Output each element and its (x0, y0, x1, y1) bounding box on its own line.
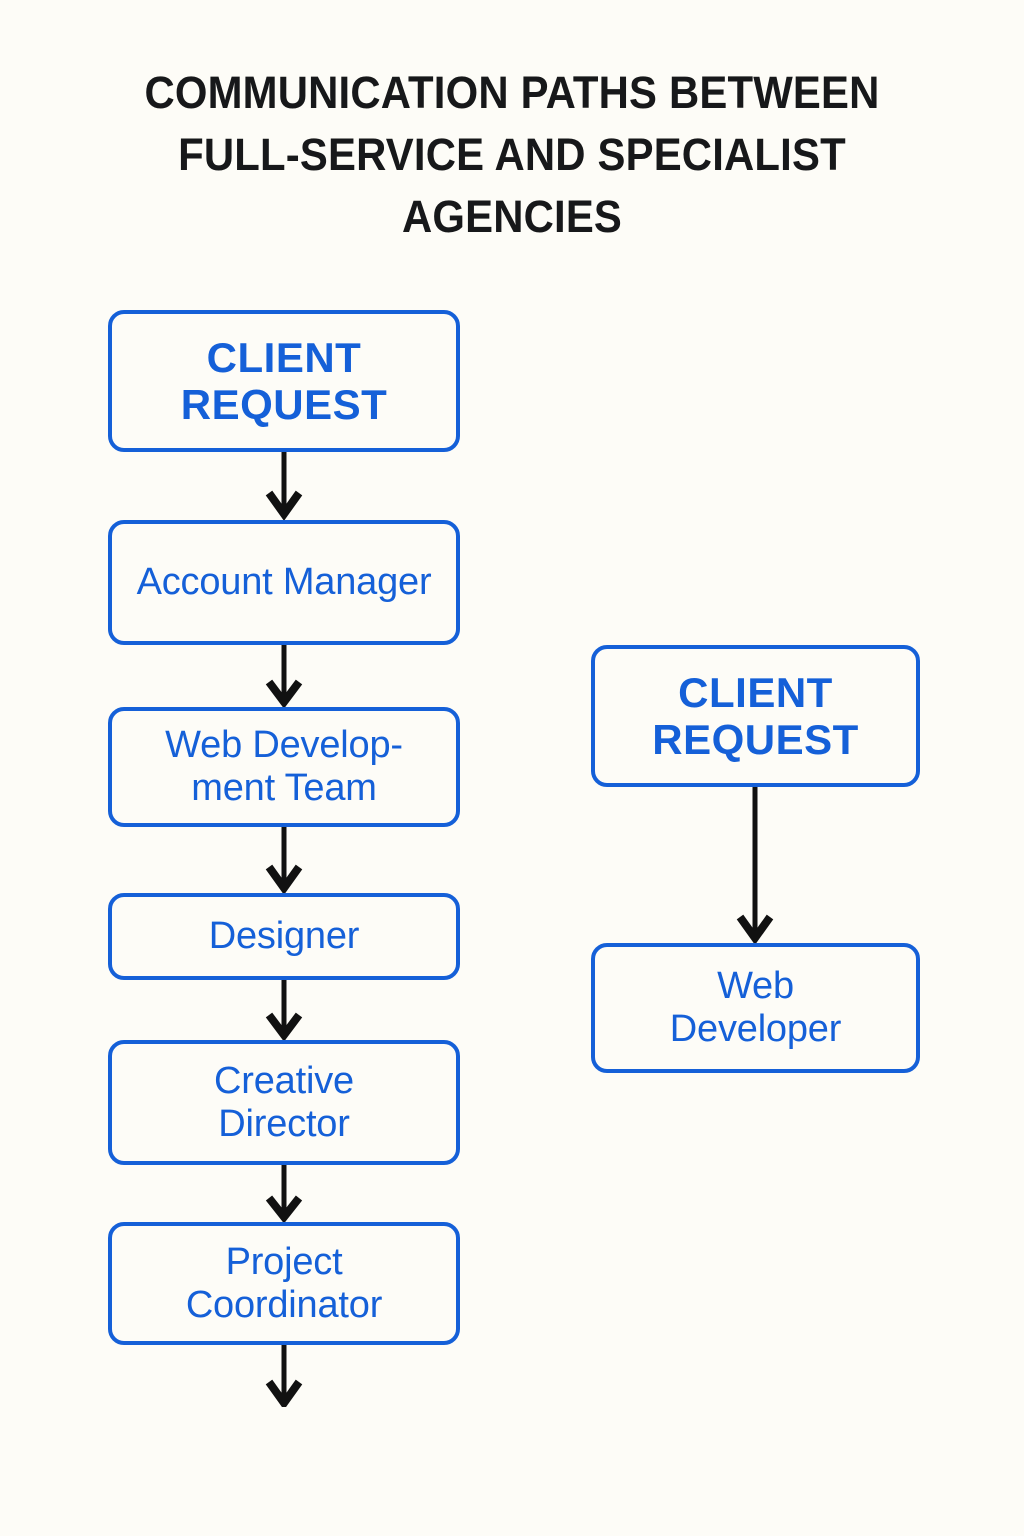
node-label: Account Manager (136, 561, 432, 604)
node-label: CLIENT REQUEST (180, 333, 388, 428)
node-label: Web Develop- ment Team (122, 724, 446, 809)
arrow-account-manager-to-web-dev-team (264, 645, 304, 707)
node-label: CLIENT REQUEST (652, 668, 859, 763)
node-label-line1: Web Develop- (165, 724, 403, 767)
node-label-line2: Coordinator (185, 1283, 383, 1326)
node-label: Web Developer (605, 965, 906, 1050)
node-label-line2: Developer (669, 1008, 842, 1050)
node-label-line1: Project (225, 1240, 343, 1283)
arrow-client-request-to-account-manager (264, 452, 304, 520)
node-label: Project Coordinator (122, 1241, 446, 1326)
node-account-manager[interactable]: Account Manager (108, 520, 460, 645)
node-label: Designer (208, 915, 360, 958)
arrow-designer-to-creative-director (264, 980, 304, 1040)
node-project-coordinator[interactable]: Project Coordinator (108, 1222, 460, 1345)
node-designer[interactable]: Designer (108, 893, 460, 980)
node-creative-director[interactable]: Creative Director (108, 1040, 460, 1165)
arrow-client-request-to-web-developer (735, 787, 775, 943)
arrow-creative-director-to-project-coordinator (264, 1165, 304, 1222)
page-title: COMMUNICATION PATHS BETWEEN FULL-SERVICE… (144, 67, 880, 243)
node-label-line1: Web (717, 965, 794, 1008)
arrow-web-dev-team-to-designer (264, 827, 304, 893)
node-label: Creative Director (122, 1060, 446, 1145)
arrow-project-coordinator-continues (264, 1345, 304, 1407)
node-label-line2: ment Team (191, 767, 377, 809)
node-client-request-specialist[interactable]: CLIENT REQUEST (591, 645, 920, 787)
node-web-development-team[interactable]: Web Develop- ment Team (108, 707, 460, 827)
node-web-developer[interactable]: Web Developer (591, 943, 920, 1073)
node-label-line1: Creative (214, 1059, 354, 1102)
node-client-request-full-service[interactable]: CLIENT REQUEST (108, 310, 460, 452)
node-label-line2: Director (218, 1102, 350, 1145)
